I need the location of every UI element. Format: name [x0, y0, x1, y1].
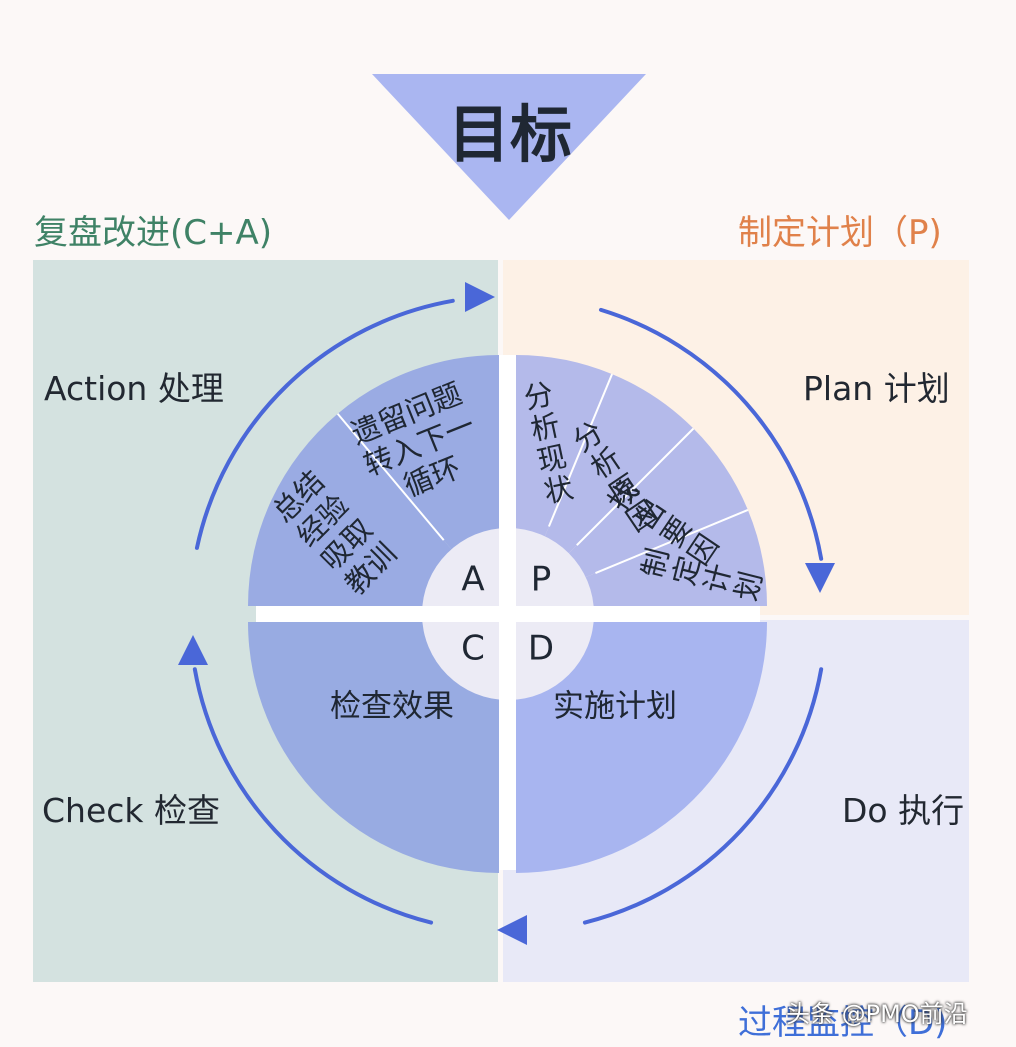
arrowhead-do — [497, 915, 527, 945]
segment-c-text: 检查效果 — [330, 689, 454, 725]
segment-c — [248, 622, 499, 873]
segment-p-1-text-char-4: 状 — [541, 470, 576, 509]
divider-p-2 — [576, 427, 695, 546]
segment-p-4-text: 制定计划 — [635, 545, 768, 605]
divider-p-3 — [547, 373, 613, 527]
goal-title: 目标 — [447, 98, 572, 171]
segment-a-1 — [248, 413, 499, 606]
arc-action — [194, 298, 455, 550]
quadrant-ca-title: 复盘改进(C+A) — [34, 213, 273, 253]
goal-triangle — [372, 74, 646, 220]
divider-p-1 — [595, 509, 749, 575]
center-letter-c: C — [461, 629, 485, 669]
segment-p-1-text-char-1: 分 — [521, 376, 556, 415]
segment-a-2 — [337, 355, 499, 606]
phase-check-label: Check 检查 — [42, 791, 221, 830]
segment-d-text: 实施计划 — [553, 689, 677, 725]
cycle-arrows — [178, 282, 835, 945]
divider-a — [336, 413, 445, 541]
arc-check — [192, 667, 434, 925]
phase-action-label: Action 处理 — [44, 369, 224, 408]
phase-do-label: Do 执行 — [842, 791, 965, 830]
arrowhead-plan — [805, 563, 835, 593]
arrowhead-check — [178, 635, 208, 665]
phase-plan-label: Plan 计划 — [803, 369, 950, 408]
arrowhead-action — [465, 282, 495, 312]
arc-plan — [598, 307, 824, 561]
quadrant-d-title: 过程监控（D) — [738, 1003, 948, 1043]
center-letter-p: P — [531, 560, 552, 600]
segment-d — [516, 622, 767, 873]
center-letter-d: D — [528, 629, 554, 669]
hub-gap-vertical — [499, 526, 516, 702]
arc-do — [582, 667, 824, 925]
watermark: 头条 @PMO前沿 — [786, 1000, 968, 1028]
quadrant-p-title: 制定计划（P) — [738, 213, 942, 253]
segment-p-1-text-char-3: 现 — [534, 439, 569, 478]
center-letter-a: A — [461, 560, 484, 600]
segment-p-1-text-char-2: 析 — [528, 408, 563, 447]
